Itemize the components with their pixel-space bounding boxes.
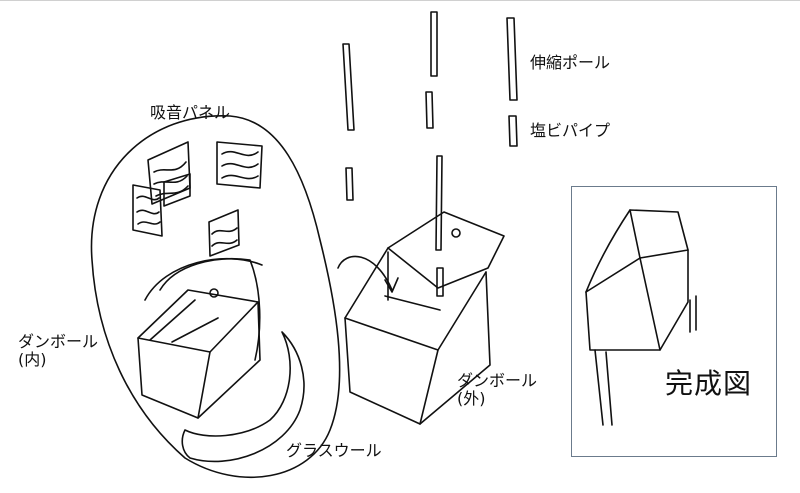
pvc-pipe-1 [345,167,354,201]
inner-group-ellipse [90,115,341,478]
completed-view-frame [571,186,777,457]
label-cardboard-outer-line2: (外) [457,389,486,409]
extension-pole-3 [506,17,518,101]
extension-pole-2 [430,11,438,77]
label-cardboard-inner: ダンボール (内) [18,332,99,370]
label-cardboard-inner-line2: (内) [18,350,47,370]
outer-cardboard-box [344,211,505,425]
label-cardboard-outer: ダンボール (外) [457,371,538,409]
pvc-pipe-3 [508,115,518,147]
pvc-pipe-2 [425,91,434,129]
label-extension-pole: 伸縮ポール [530,53,611,72]
sound-panel-4 [163,173,191,207]
label-completed-view: 完成図 [665,367,753,400]
label-cardboard-outer-line1: ダンボール [457,371,538,390]
extension-pole-1 [342,43,355,131]
label-sound-panel: 吸音パネル [150,103,231,122]
sound-panel-3 [132,184,163,237]
label-glass-wool: グラスウール [286,441,382,460]
label-pvc-pipe: 塩ビパイプ [530,121,611,140]
completed-view-drawing [585,209,697,426]
extension-pole-4 [435,155,443,251]
inner-cardboard-box [137,288,261,419]
sound-panel-2 [216,141,263,189]
pvc-pipe-4 [436,267,444,297]
label-cardboard-inner-line1: ダンボール [18,332,99,351]
top-divider [0,0,800,1]
sound-panel-5 [208,209,240,257]
insert-arrow [337,255,393,291]
sound-panel-1 [147,141,191,205]
